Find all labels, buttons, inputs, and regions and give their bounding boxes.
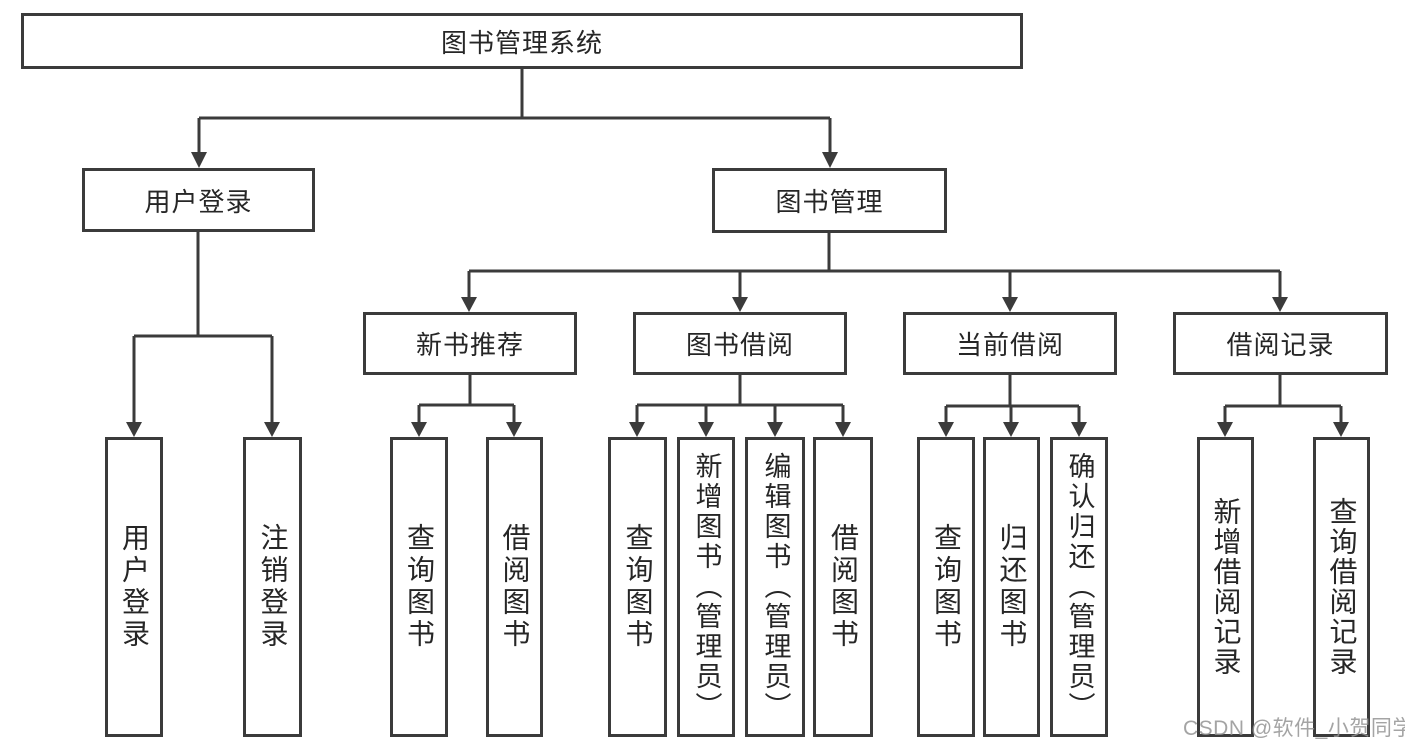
node-label: 当前借阅 (955, 330, 1064, 360)
node-label: 编辑图书（管理员） (760, 452, 791, 722)
node-library-management-system: 图书管理系统 (21, 13, 1023, 69)
arrow-down-icons (126, 152, 1349, 437)
leaf-query-book-borrowing: 查询图书 (608, 437, 667, 737)
node-book-borrowing: 图书借阅 (633, 312, 847, 375)
node-label: 图书管理系统 (440, 27, 603, 58)
node-label: 借阅记录 (1226, 330, 1335, 360)
node-label: 借阅图书 (828, 523, 859, 651)
node-label: 查询图书 (931, 523, 962, 651)
node-label: 用户登录 (119, 523, 150, 651)
node-label: 归还图书 (996, 523, 1028, 651)
node-label: 新增借阅记录 (1210, 497, 1242, 677)
node-label: 查询图书 (404, 523, 435, 651)
connector-shafts (132, 69, 1343, 424)
node-borrowing-records: 借阅记录 (1173, 312, 1388, 375)
leaf-query-borrow-record: 查询借阅记录 (1313, 437, 1370, 737)
leaf-borrow-book-recommend: 借阅图书 (486, 437, 543, 737)
node-current-borrowing: 当前借阅 (903, 312, 1117, 375)
node-new-book-recommendation: 新书推荐 (363, 312, 577, 375)
leaf-query-book-current: 查询图书 (917, 437, 975, 737)
leaf-edit-book-admin: 编辑图书（管理员） (745, 437, 805, 737)
node-label: 查询图书 (622, 523, 654, 651)
node-label: 查询借阅记录 (1326, 497, 1358, 677)
leaf-add-borrow-record: 新增借阅记录 (1197, 437, 1254, 737)
csdn-watermark: CSDN @软件_小贺同学 (1183, 717, 1405, 740)
node-label: 确认归还（管理员） (1064, 452, 1095, 722)
node-label: 图书借阅 (685, 330, 794, 360)
leaf-return-book: 归还图书 (983, 437, 1040, 737)
node-book-management: 图书管理 (712, 168, 947, 233)
leaf-borrow-book: 借阅图书 (813, 437, 873, 737)
node-label: 借阅图书 (499, 523, 531, 651)
node-label: 用户登录 (144, 186, 253, 217)
leaf-add-book-admin: 新增图书（管理员） (677, 437, 735, 737)
node-label: 新增图书（管理员） (691, 452, 722, 722)
node-label: 新书推荐 (415, 330, 524, 360)
leaf-confirm-return-admin: 确认归还（管理员） (1050, 437, 1108, 737)
leaf-user-login: 用户登录 (105, 437, 163, 737)
node-label: 注销登录 (257, 523, 289, 651)
leaf-query-book-recommend: 查询图书 (390, 437, 448, 737)
leaf-logout-login: 注销登录 (243, 437, 302, 737)
node-label: 图书管理 (775, 187, 884, 217)
node-user-login: 用户登录 (82, 168, 315, 232)
